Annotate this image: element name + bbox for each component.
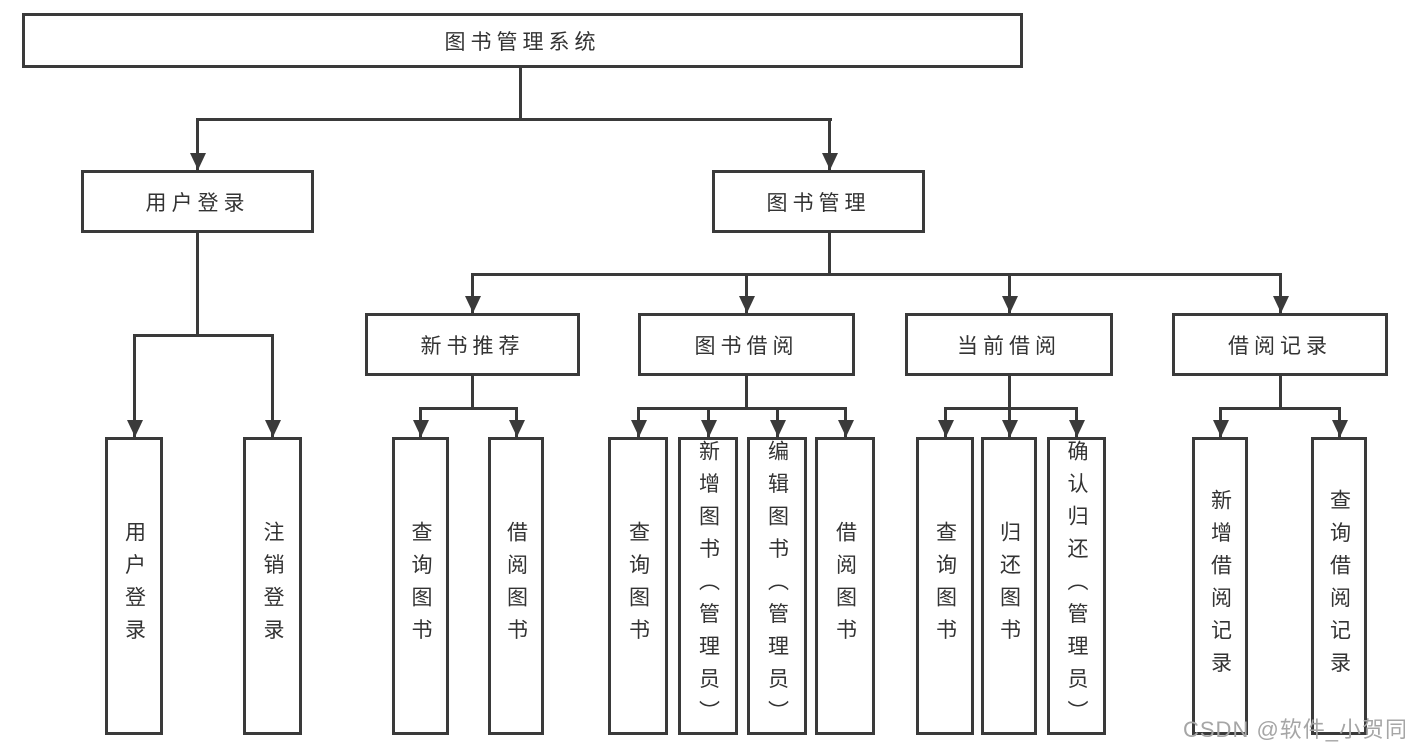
leaf-borrowing-add-books-admin-label: 新增图书（管理员） [696, 439, 720, 733]
arrowhead-icon [938, 420, 954, 437]
leaf-borrowing-query-books: 查询图书 [608, 437, 668, 735]
node-root-label: 图书管理系统 [444, 30, 601, 54]
arrowhead-icon [127, 420, 143, 437]
node-root: 图书管理系统 [22, 13, 1023, 68]
leaf-current-return-books: 归还图书 [981, 437, 1037, 735]
leaf-current-confirm-return-admin-label: 确认归还（管理员） [1065, 439, 1088, 733]
leaf-borrowing-edit-books-admin-label: 编辑图书（管理员） [765, 439, 789, 733]
connector-line [471, 273, 474, 313]
node-current-borrowing-label: 当前借阅 [957, 334, 1061, 358]
connector-line [271, 334, 274, 437]
arrowhead-icon [1332, 420, 1348, 437]
leaf-current-confirm-return-admin: 确认归还（管理员） [1047, 437, 1106, 735]
arrowhead-icon [770, 420, 786, 437]
connector-line [133, 334, 136, 437]
leaf-borrowing-query-books-label: 查询图书 [626, 521, 650, 651]
arrowhead-icon [265, 420, 281, 437]
leaf-logout: 注销登录 [243, 437, 302, 735]
leaf-records-add-record: 新增借阅记录 [1192, 437, 1248, 735]
connector-line [419, 407, 518, 410]
leaf-newbooks-borrow-books-label: 借阅图书 [504, 521, 528, 651]
arrowhead-icon [1273, 296, 1289, 313]
leaf-borrowing-borrow-books-label: 借阅图书 [833, 521, 857, 651]
leaf-newbooks-borrow-books: 借阅图书 [488, 437, 544, 735]
arrowhead-icon [190, 153, 206, 170]
leaf-newbooks-query-books: 查询图书 [392, 437, 449, 735]
leaf-user-login: 用户登录 [105, 437, 163, 735]
node-user-login-label: 用户登录 [145, 191, 250, 215]
connector-line [1008, 376, 1011, 410]
connector-line [471, 273, 1282, 276]
node-book-management-label: 图书管理 [766, 191, 871, 215]
arrowhead-icon [838, 420, 854, 437]
leaf-current-query-books: 查询图书 [916, 437, 974, 735]
connector-line [828, 118, 831, 170]
node-book-borrowing-label: 图书借阅 [694, 334, 799, 358]
connector-line [196, 118, 832, 121]
node-new-books-label: 新书推荐 [420, 334, 525, 358]
node-book-management: 图书管理 [712, 170, 925, 233]
connector-line [637, 407, 847, 410]
node-current-borrowing: 当前借阅 [905, 313, 1113, 376]
node-user-login: 用户登录 [81, 170, 314, 233]
connector-line [471, 376, 474, 410]
leaf-logout-label: 注销登录 [261, 521, 284, 651]
arrowhead-icon [701, 420, 717, 437]
leaf-records-query-record-label: 查询借阅记录 [1327, 488, 1351, 684]
arrowhead-icon [413, 420, 429, 437]
leaf-current-query-books-label: 查询图书 [933, 521, 957, 651]
connector-line [519, 68, 522, 121]
leaf-user-login-label: 用户登录 [122, 521, 146, 651]
leaf-current-return-books-label: 归还图书 [997, 521, 1021, 651]
arrowhead-icon [1213, 420, 1229, 437]
connector-line [745, 273, 748, 313]
connector-line [196, 233, 199, 337]
node-borrowing-records: 借阅记录 [1172, 313, 1388, 376]
arrowhead-icon [739, 296, 755, 313]
leaf-borrowing-borrow-books: 借阅图书 [815, 437, 875, 735]
arrowhead-icon [631, 420, 647, 437]
leaf-borrowing-edit-books-admin: 编辑图书（管理员） [747, 437, 807, 735]
connector-line [828, 233, 831, 276]
csdn-watermark: CSDN @软件_小贺同学 [1183, 717, 1405, 742]
arrowhead-icon [1069, 420, 1085, 437]
connector-line [745, 376, 748, 410]
connector-line [1279, 273, 1282, 313]
connector-line [133, 334, 274, 337]
arrowhead-icon [509, 420, 525, 437]
arrowhead-icon [822, 153, 838, 170]
arrowhead-icon [1002, 296, 1018, 313]
connector-line [1008, 273, 1011, 313]
leaf-records-query-record: 查询借阅记录 [1311, 437, 1367, 735]
arrowhead-icon [465, 296, 481, 313]
node-new-books: 新书推荐 [365, 313, 580, 376]
leaf-newbooks-query-books-label: 查询图书 [409, 521, 432, 651]
leaf-borrowing-add-books-admin: 新增图书（管理员） [678, 437, 738, 735]
connector-line [196, 118, 199, 170]
connector-line [1279, 376, 1282, 410]
node-book-borrowing: 图书借阅 [638, 313, 855, 376]
connector-line [1219, 407, 1341, 410]
arrowhead-icon [1002, 420, 1018, 437]
leaf-records-add-record-label: 新增借阅记录 [1208, 488, 1232, 684]
node-borrowing-records-label: 借阅记录 [1228, 334, 1332, 358]
connector-line [944, 407, 1078, 410]
